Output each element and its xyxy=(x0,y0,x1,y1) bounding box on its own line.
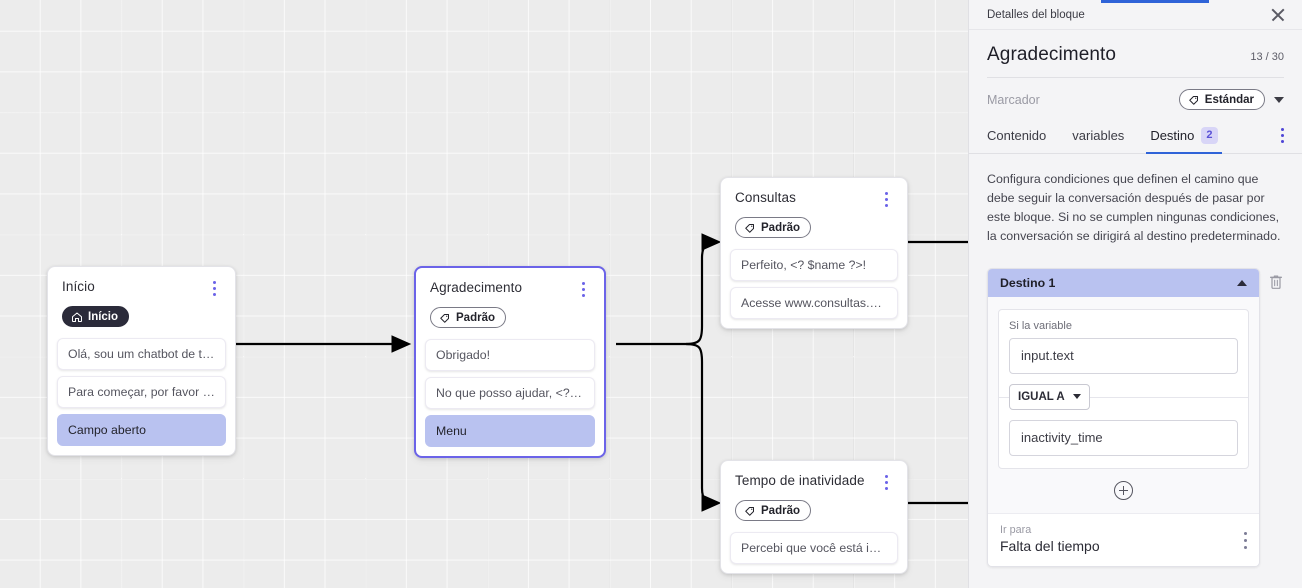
flow-node-inicio[interactable]: Início Início Olá, sou um chatbot de tes… xyxy=(47,266,236,456)
add-condition-row xyxy=(988,469,1259,513)
node-message[interactable]: Para começar, por favor digite o ... xyxy=(57,375,226,408)
node-messages: Percebi que você está inativo. C... xyxy=(721,522,907,573)
node-header: Agradecimento Padrão xyxy=(416,268,604,329)
tag-icon xyxy=(1189,95,1198,105)
tab-variables[interactable]: variables xyxy=(1072,122,1124,152)
chevron-up-icon[interactable] xyxy=(1237,279,1247,286)
node-tag-padrao: Padrão xyxy=(735,217,811,238)
char-counter: 13 / 30 xyxy=(1250,51,1284,63)
destination-header-label: Destino 1 xyxy=(1000,275,1056,290)
condition-label: Si la variable xyxy=(1009,319,1072,332)
node-message-highlighted[interactable]: Menu xyxy=(425,414,595,447)
marker-value-label: Estándar xyxy=(1204,93,1254,106)
node-menu-button[interactable] xyxy=(879,190,893,208)
node-tag-label: Padrão xyxy=(761,504,800,517)
edge-agradecimento-inatividade xyxy=(685,342,722,512)
tab-badge-count: 2 xyxy=(1201,127,1218,144)
trash-icon[interactable] xyxy=(1268,273,1284,291)
plus-circle-icon[interactable] xyxy=(1114,480,1133,500)
flow-canvas[interactable]: Início Início Olá, sou um chatbot de tes… xyxy=(0,0,968,588)
flow-node-tempo-inatividade[interactable]: Tempo de inatividade Padrão Percebi que … xyxy=(720,460,908,574)
node-title: Agradecimento xyxy=(430,280,523,295)
node-header: Consultas Padrão xyxy=(721,178,907,239)
tab-label: Destino xyxy=(1150,128,1195,143)
tab-label: variables xyxy=(1072,128,1125,143)
panel-overflow-menu-button[interactable] xyxy=(1281,128,1284,146)
node-messages: Olá, sou um chatbot de teste! Para começ… xyxy=(48,328,235,455)
goto-label: Ir para xyxy=(1000,523,1032,536)
panel-topbar: Detalles del bloque xyxy=(969,0,1302,30)
node-header: Início Início xyxy=(48,267,235,328)
home-icon xyxy=(72,312,82,322)
goto-text: Ir para Falta del tiempo xyxy=(1000,524,1100,554)
node-messages: Perfeito, <? $name ?>! Acesse www.consul… xyxy=(721,239,907,328)
destination-row: Destino 1 Si la variable IGUAL A xyxy=(987,267,1284,567)
node-message[interactable]: Olá, sou um chatbot de teste! xyxy=(57,337,226,370)
tab-label: Contenido xyxy=(987,128,1047,143)
tab-contenido[interactable]: Contenido xyxy=(987,122,1046,152)
tag-icon xyxy=(745,506,754,516)
flow-node-agradecimento[interactable]: Agradecimento Padrão Obrigado! No que po… xyxy=(414,266,606,458)
tag-icon xyxy=(440,313,449,323)
panel-tabs: Contenido variables Destino 2 xyxy=(969,121,1302,154)
panel-title-row: Agradecimento 13 / 30 xyxy=(987,44,1284,66)
panel-content: Configura condiciones que definen el cam… xyxy=(969,154,1302,588)
destination-card: Destino 1 Si la variable IGUAL A xyxy=(987,267,1260,567)
marker-row: Marcador Estándar xyxy=(987,78,1284,121)
destination-header[interactable]: Destino 1 xyxy=(988,268,1259,297)
node-messages: Obrigado! No que posso ajudar, <? $name … xyxy=(416,329,604,456)
node-tag-label: Padrão xyxy=(761,221,800,234)
node-header: Tempo de inatividade Padrão xyxy=(721,461,907,522)
goto-menu-button[interactable] xyxy=(1243,531,1247,550)
marker-value-chip[interactable]: Estándar xyxy=(1178,89,1265,110)
operator-label: IGUAL A xyxy=(1018,390,1065,403)
chevron-down-icon xyxy=(1072,394,1081,400)
node-title: Início xyxy=(62,279,95,294)
condition-box: Si la variable IGUAL A xyxy=(998,308,1249,469)
close-icon[interactable] xyxy=(1270,7,1286,23)
node-tag-inicio: Início xyxy=(62,306,130,327)
tab-destino[interactable]: Destino 2 xyxy=(1146,121,1222,154)
goto-card[interactable]: Ir para Falta del tiempo xyxy=(988,512,1259,566)
node-tag-label: Padrão xyxy=(456,311,495,324)
node-message[interactable]: Obrigado! xyxy=(425,338,595,371)
node-tag-label: Início xyxy=(88,310,119,323)
tag-icon xyxy=(745,223,754,233)
variable-input[interactable] xyxy=(1009,337,1238,374)
edge-agradecimento-consultas xyxy=(685,233,722,346)
node-menu-button[interactable] xyxy=(207,279,221,297)
node-tag-padrao: Padrão xyxy=(735,500,811,521)
operator-select[interactable]: IGUAL A xyxy=(1009,383,1090,410)
marker-label: Marcador xyxy=(987,92,1040,107)
comparison-value-input[interactable] xyxy=(1009,419,1238,456)
block-details-panel: Detalles del bloque Agradecimento 13 / 3… xyxy=(968,0,1302,588)
node-message[interactable]: Percebi que você está inativo. C... xyxy=(730,531,898,564)
flow-node-consultas[interactable]: Consultas Padrão Perfeito, <? $name ?>! … xyxy=(720,177,908,329)
panel-topbar-title: Detalles del bloque xyxy=(987,8,1085,21)
node-message[interactable]: Perfeito, <? $name ?>! xyxy=(730,248,898,281)
node-message[interactable]: Acesse www.consultas.com par... xyxy=(730,286,898,319)
divider xyxy=(987,77,1284,78)
operator-row: IGUAL A xyxy=(999,383,1248,410)
chevron-down-icon[interactable] xyxy=(1274,96,1284,103)
node-menu-button[interactable] xyxy=(576,280,590,298)
page-title: Agradecimento xyxy=(987,44,1117,65)
node-message[interactable]: No que posso ajudar, <? $name ... xyxy=(425,376,595,409)
marker-controls: Estándar xyxy=(1178,89,1284,110)
node-menu-button[interactable] xyxy=(879,473,893,491)
browser-tab-indicator xyxy=(1101,0,1209,3)
node-message-highlighted[interactable]: Campo aberto xyxy=(57,413,226,446)
panel-head-block: Agradecimento 13 / 30 Marcador Estándar xyxy=(969,30,1302,121)
node-title: Tempo de inatividade xyxy=(735,473,865,488)
goto-value: Falta del tiempo xyxy=(1000,537,1100,554)
destination-description: Configura condiciones que definen el cam… xyxy=(987,172,1281,243)
node-title: Consultas xyxy=(735,190,796,205)
node-tag-padrao: Padrão xyxy=(430,307,506,328)
